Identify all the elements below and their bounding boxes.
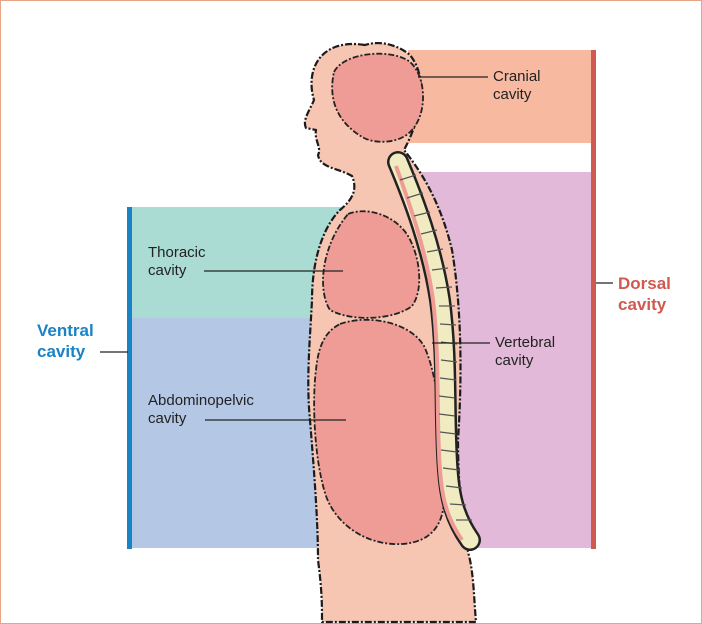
abdominopelvic-cavity-label: Abdominopelvic cavity <box>148 392 254 428</box>
ventral-cavity-label: Ventral cavity <box>37 320 94 362</box>
ventral-bar <box>127 207 132 549</box>
thoracic-cavity-label: Thoracic cavity <box>148 244 206 280</box>
dorsal-bar <box>591 50 596 549</box>
dorsal-cavity-label: Dorsal cavity <box>618 273 671 315</box>
vertebral-cavity-label: Vertebral cavity <box>495 334 555 370</box>
abdominal-organ <box>314 320 444 544</box>
abdominal-region <box>131 318 331 548</box>
cranial-cavity-label: Cranial cavity <box>493 68 541 104</box>
